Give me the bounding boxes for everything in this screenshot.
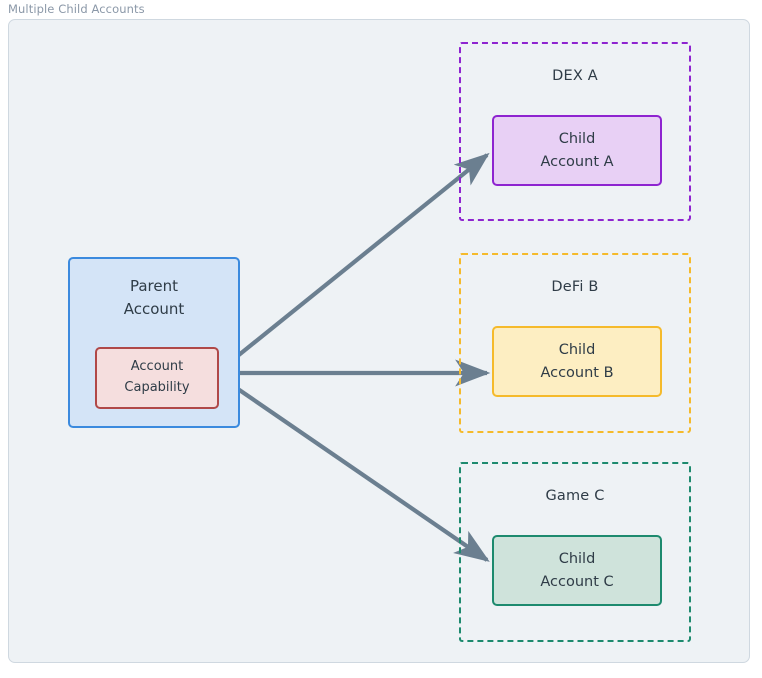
parent-account-label-line2: Account [123, 300, 185, 319]
account-capability-box[interactable]: Account Capability [95, 347, 219, 409]
group-dex-a[interactable]: DEX A [459, 42, 691, 221]
group-dex-a-label: DEX A [552, 68, 598, 84]
account-capability-label-line1: Account [130, 359, 184, 375]
child-account-a-label-line2: Account A [540, 153, 614, 170]
child-account-b-box[interactable]: Child Account B [492, 326, 662, 397]
group-defi-b[interactable]: DeFi B [459, 253, 691, 433]
frame-title: Multiple Child Accounts [8, 2, 145, 16]
group-game-c[interactable]: Game C [459, 462, 691, 642]
child-account-c-label-line2: Account C [540, 573, 614, 590]
child-account-b-label-line1: Child [558, 342, 596, 359]
parent-account-label-line1: Parent [129, 277, 179, 295]
parent-account-box[interactable]: Parent Account Account Capability [68, 257, 240, 428]
group-defi-b-label: DeFi B [551, 279, 599, 295]
child-account-c-label-line1: Child [558, 551, 596, 568]
child-account-a-label-line1: Child [558, 131, 596, 148]
group-game-c-label: Game C [545, 488, 605, 504]
parent-account-label: Parent Account [70, 275, 238, 322]
child-account-a-box[interactable]: Child Account A [492, 115, 662, 186]
account-capability-label-line2: Capability [124, 380, 190, 395]
child-account-b-label-line2: Account B [540, 364, 614, 381]
child-account-c-box[interactable]: Child Account C [492, 535, 662, 606]
